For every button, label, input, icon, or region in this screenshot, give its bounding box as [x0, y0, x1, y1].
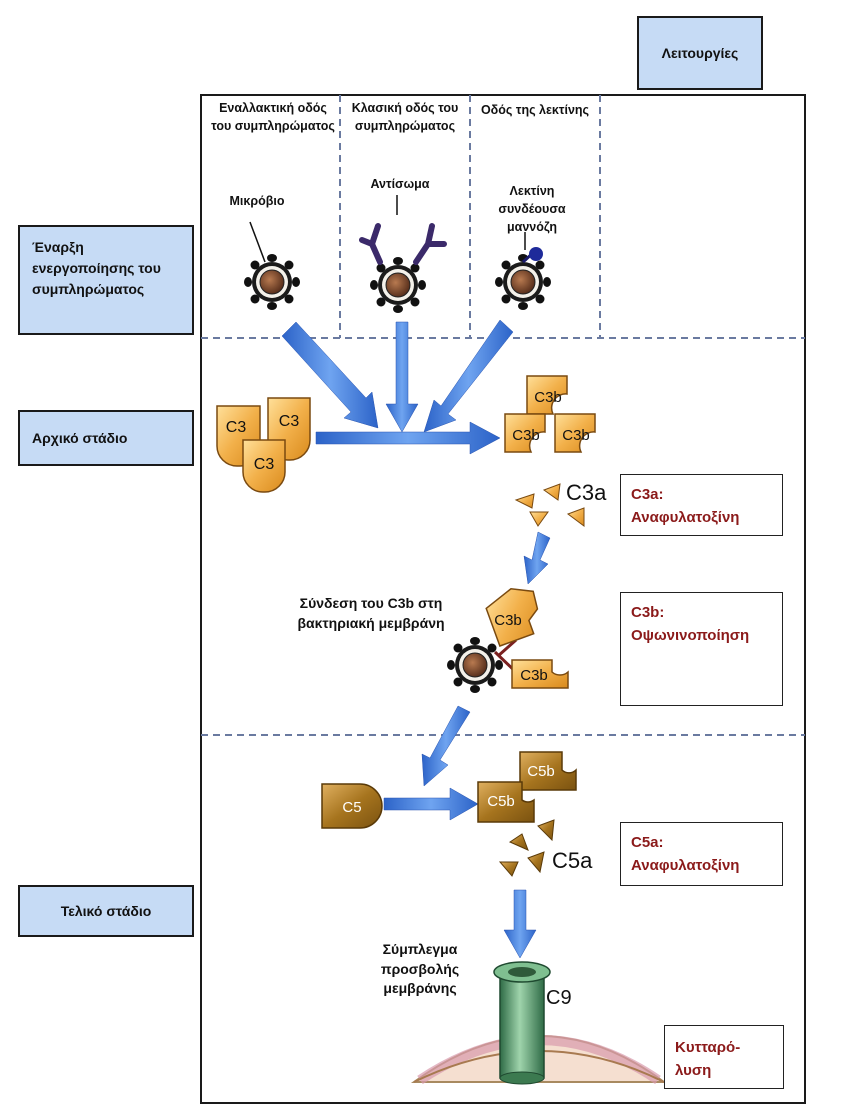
- c5-shape: [321, 783, 383, 829]
- arrow-to-c5-stage: [421, 705, 471, 787]
- c3-label-3: C3: [254, 456, 275, 473]
- stage-late-box: Τελικό στάδιο: [18, 885, 194, 937]
- c3a-label: C3a: [566, 480, 607, 505]
- microbe-classical-icon: [369, 256, 427, 314]
- arrow-classical-to-c3b: [385, 321, 419, 433]
- function-c5a-text: C5a: Αναφυλατοξίνη: [631, 834, 740, 875]
- microbe-lectin-icon: [494, 253, 552, 311]
- functions-header-label: Λειτουργίες: [661, 45, 739, 61]
- c5a-label: C5a: [552, 848, 593, 873]
- function-c5a-box: C5a: Αναφυλατοξίνη: [620, 822, 783, 886]
- c3b-label-1: C3b: [534, 389, 562, 406]
- stage-initiation-box: Έναρξη ενεργοποίησης του συμπληρώματος: [18, 225, 194, 335]
- c3-cluster: [216, 397, 311, 493]
- mbl-label: Λεκτίνη συνδέουσα μαννόζη: [498, 184, 566, 235]
- c5b-cluster: [477, 751, 577, 823]
- c3b-bound-microbe: [446, 587, 569, 694]
- c3b-binding-label: Σύνδεση του C3b στη βακτηριακή μεμβράνη: [297, 595, 445, 631]
- c3b-label-3: C3b: [562, 427, 590, 444]
- stage-early-label: Αρχικό στάδιο: [32, 430, 128, 446]
- functions-header-box: Λειτουργίες: [637, 16, 763, 90]
- c5b-label-2: C5b: [487, 793, 515, 810]
- function-lysis-text: Κυτταρό-λυση: [675, 1039, 741, 1080]
- pathway-alternative-label: Εναλλακτική οδός του συμπληρώματος: [211, 101, 335, 133]
- c9-label: C9: [546, 987, 572, 1009]
- c3-label-2: C3: [279, 413, 300, 430]
- function-c3b-text: C3b: Οψωνινοποίηση: [631, 604, 750, 645]
- c3b-bound-label-2: C3b: [520, 667, 548, 684]
- pathway-lectin-label: Οδός της λεκτίνης: [480, 103, 590, 117]
- c3b-label-2: C3b: [512, 427, 540, 444]
- function-lysis-box: Κυτταρό-λυση: [664, 1025, 784, 1089]
- function-c3b-box: C3b: Οψωνινοποίηση: [620, 592, 783, 706]
- c3-label-1: C3: [226, 419, 247, 436]
- arrow-lectin-to-c3b: [423, 319, 514, 433]
- stage-early-box: Αρχικό στάδιο: [18, 410, 194, 466]
- function-c3a-box: C3a: Αναφυλατοξίνη: [620, 474, 783, 536]
- function-c3a-text: C3a: Αναφυλατοξίνη: [631, 486, 740, 527]
- mbl-icon: [521, 247, 543, 264]
- microbe-label: Μικρόβιο: [229, 194, 285, 208]
- microbe-pointer: [249, 221, 266, 263]
- arrow-c5-to-c5b: [383, 787, 479, 821]
- c3a-fragments: [514, 483, 585, 527]
- arrow-c3-to-c3b: [315, 421, 501, 455]
- c5a-fragments: [498, 819, 555, 877]
- c5b-label-1: C5b: [527, 763, 555, 780]
- stage-late-label: Τελικό στάδιο: [60, 903, 152, 919]
- mac-pore: [493, 961, 551, 1085]
- pathway-classical-label: Κλασική οδός του συμπληρώματος: [351, 101, 459, 133]
- arrow-alt-to-c3b: [281, 321, 379, 429]
- c3b-bound-label-1: C3b: [494, 612, 522, 629]
- antibody-icon: [359, 223, 447, 265]
- mac-label: Σύμπλεγμα προσβολής μεμβράνης: [380, 941, 460, 997]
- antibody-label: Αντίσωμα: [370, 177, 430, 191]
- stage-initiation-label: Έναρξη ενεργοποίησης του συμπληρώματος: [32, 239, 161, 297]
- main-frame: [200, 94, 806, 1104]
- c5-label: C5: [342, 799, 361, 816]
- arrow-to-mac: [503, 889, 537, 959]
- arrow-to-c3b-binding: [523, 531, 551, 585]
- microbe-alternative-icon: [243, 253, 301, 311]
